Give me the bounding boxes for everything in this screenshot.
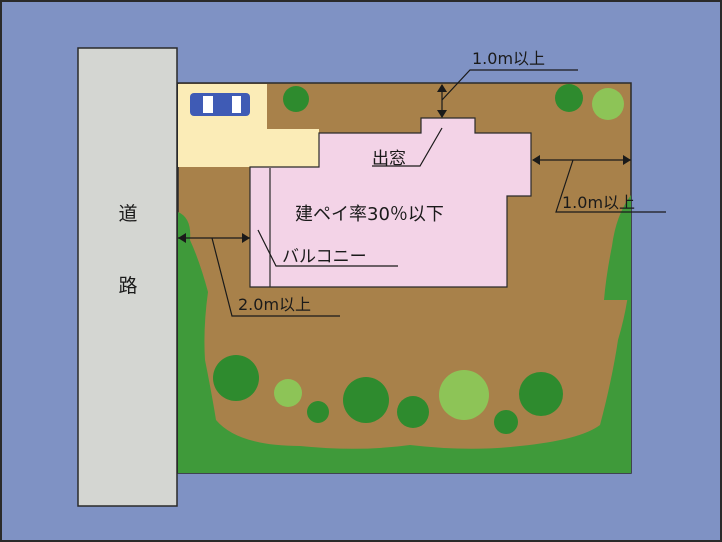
tree-icon — [439, 370, 489, 420]
bay-window-label: 出窓 — [372, 149, 406, 169]
car-window-icon — [203, 96, 213, 113]
bay-window-leader — [372, 127, 443, 167]
top-setback-leader — [441, 69, 578, 101]
coverage-ratio-label: 建ペイ率30％以下 — [295, 204, 444, 225]
right-setback-leader — [555, 159, 666, 213]
tree-icon — [274, 379, 302, 407]
arrow-head-icon — [437, 84, 447, 92]
house — [249, 117, 532, 288]
tree-icon — [519, 372, 563, 416]
top-setback-label: 1.0m以上 — [472, 49, 545, 68]
tree-icon — [343, 377, 389, 423]
garden-right-lawn — [604, 195, 631, 300]
tree-icon — [397, 396, 429, 428]
tree-icon — [213, 355, 259, 401]
car-window-icon — [232, 96, 241, 113]
tree-icon — [307, 401, 329, 423]
road — [77, 47, 178, 507]
arrow-head-icon — [623, 155, 631, 165]
right-setback-label: 1.0m以上 — [562, 193, 635, 212]
tree-icon — [494, 410, 518, 434]
tree-icon — [283, 86, 309, 112]
garden-left-lawn — [178, 212, 631, 473]
tree-icon — [592, 88, 624, 120]
arrow-head-icon — [242, 233, 250, 243]
road-label-char-2: 路 — [118, 275, 137, 297]
arrow-head-icon — [178, 233, 186, 243]
arrow-head-icon — [437, 110, 447, 118]
balcony-leader — [257, 229, 398, 267]
driveway — [178, 129, 319, 167]
tree-icon — [555, 84, 583, 112]
left-setback-leader — [211, 237, 340, 317]
arrow-head-icon — [532, 155, 540, 165]
road-label-char-1: 道 — [118, 203, 137, 225]
balcony-label: バルコニー — [282, 247, 367, 267]
left-setback-label: 2.0m以上 — [238, 295, 311, 314]
